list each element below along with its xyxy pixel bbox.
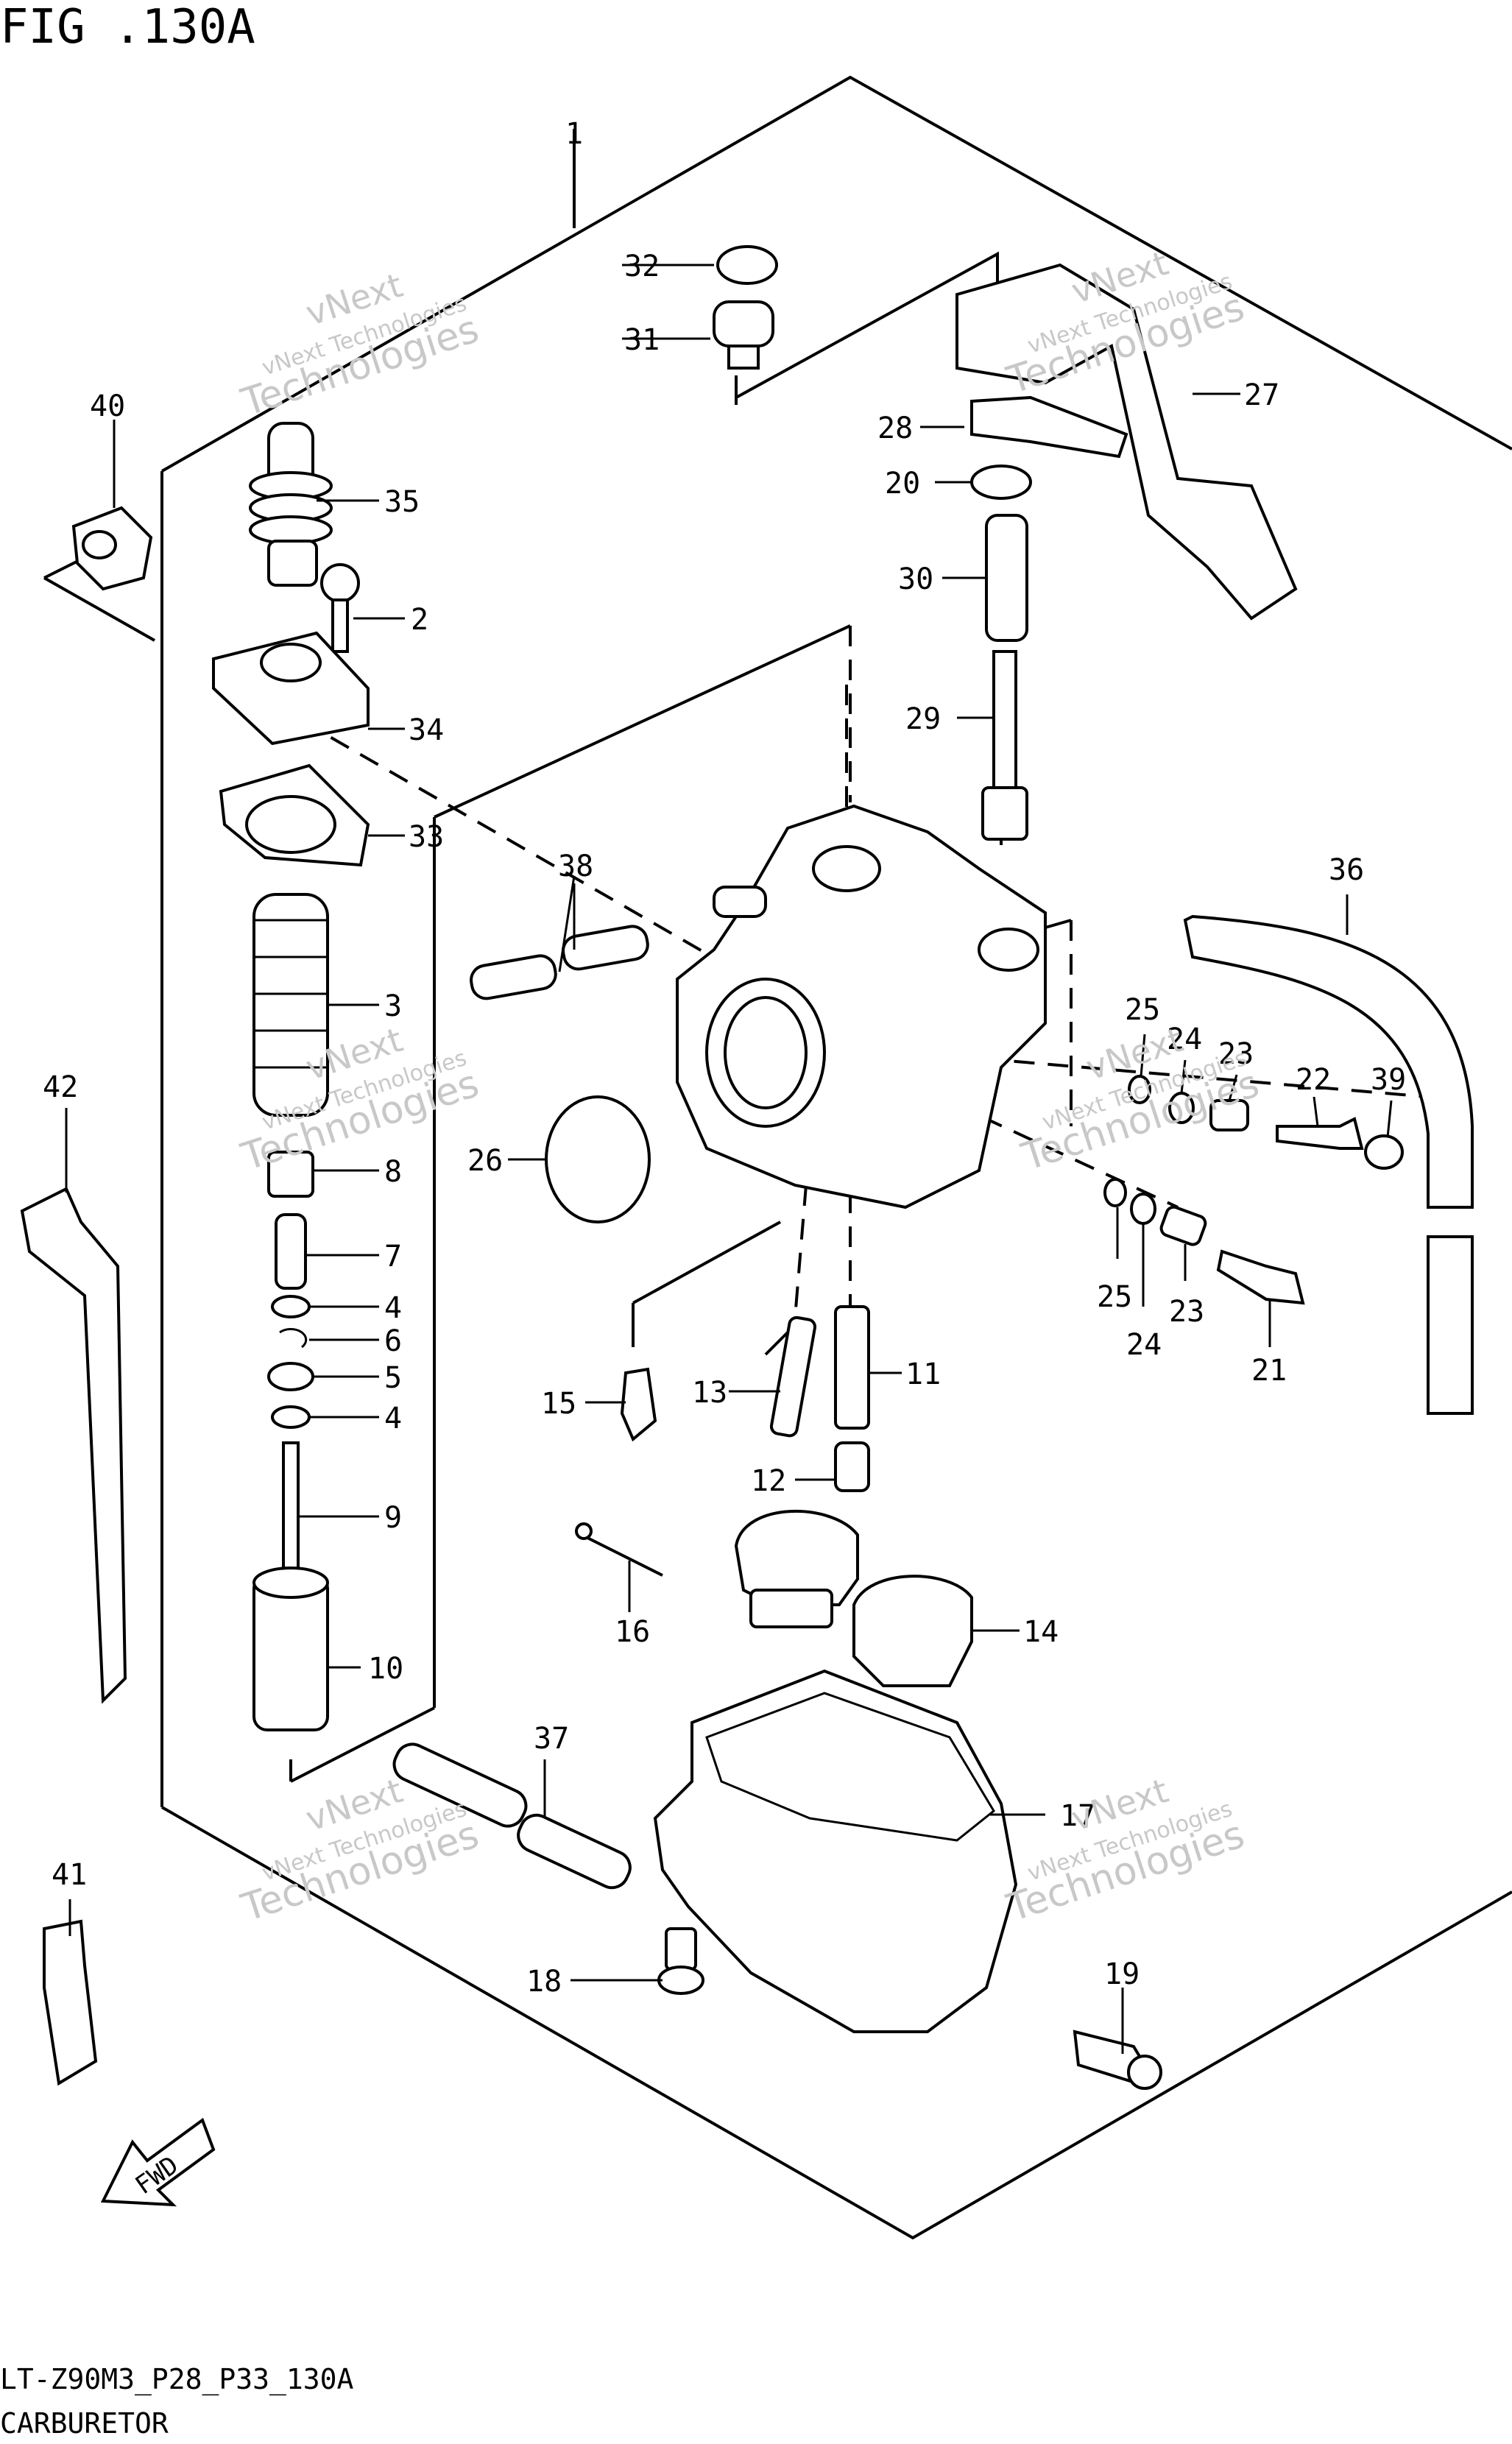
callout-7: 7 [384,1240,402,1274]
callout-2: 2 [411,603,428,637]
callout-35: 35 [384,485,420,519]
assembly-boundary [43,75,1512,2240]
callout-labels: 1 2 3 4 4 5 6 7 8 9 10 11 12 13 14 15 16… [43,117,1406,1999]
part-23-spring-b [1159,1205,1207,1246]
part-16-pin [581,1533,663,1577]
part-28-plate [970,395,1128,459]
part-41-clamp [43,1919,98,2086]
part-5-washer [267,1362,314,1391]
part-22-screw [1276,1117,1364,1150]
callout-14: 14 [1023,1615,1059,1649]
callout-42: 42 [43,1070,78,1104]
callout-23a: 23 [1218,1037,1254,1071]
part-17-float-chamber [653,1669,1018,2033]
part-18-screw [665,1927,697,1971]
callout-28: 28 [877,412,913,445]
figure-title: FIG .130A [0,0,255,54]
callout-6: 6 [384,1324,402,1358]
part-31-plug [713,300,774,347]
part-20-oring [970,465,1032,500]
figure-name: CARBURETOR [0,2407,169,2440]
callout-34: 34 [409,713,444,747]
callout-31: 31 [624,323,660,357]
callout-38: 38 [558,850,593,883]
sub-assembly-boundary [289,251,1073,1783]
parts: FWD [20,245,1474,2207]
part-42-band [20,1187,127,1704]
part-15-jet [620,1367,657,1442]
part-37-tube [392,1742,528,1828]
part-7-spring [275,1213,307,1290]
callout-36: 36 [1329,853,1364,887]
part-38-tube [470,954,557,1000]
callout-8: 8 [384,1155,402,1189]
part-24-oring-b [1130,1193,1156,1225]
callout-15: 15 [541,1387,576,1421]
part-13-jet [769,1315,817,1438]
part-32-cap [716,245,778,285]
callout-33: 33 [409,820,444,854]
callout-4b: 4 [384,1402,402,1435]
callout-13: 13 [692,1376,727,1410]
part-4-washer [271,1295,311,1318]
callout-29: 29 [905,702,941,736]
callout-26: 26 [467,1144,503,1178]
fwd-arrow [100,2117,216,2207]
callout-39: 39 [1371,1063,1406,1097]
callout-25a: 25 [1125,993,1160,1027]
callout-1: 1 [565,117,583,151]
callout-32: 32 [624,250,660,283]
part-34-cap [212,631,370,746]
watermark-6: vNext Technologies vNext Technologies [1001,1770,1249,1931]
callout-16: 16 [615,1615,650,1649]
part-30-spring [985,514,1028,642]
part-21-screw [1216,1249,1305,1305]
callout-11: 11 [905,1357,941,1391]
callout-3: 3 [384,989,402,1023]
callout-41: 41 [52,1858,87,1892]
callout-37: 37 [534,1722,569,1756]
callout-19: 19 [1104,1957,1140,1991]
callout-17: 17 [1060,1799,1095,1833]
part-6-eclip [279,1328,308,1349]
callout-10: 10 [368,1652,403,1686]
part-2-screw [320,563,360,603]
callout-5: 5 [384,1361,402,1395]
part-12-main-jet [834,1441,870,1492]
figure-code: LT-Z90M3_P28_P33_130A [0,2363,354,2396]
callout-18: 18 [526,1965,562,1999]
callout-20: 20 [885,467,920,501]
part-36-hose [1183,914,1474,1209]
part-25-washer-b [1103,1178,1127,1207]
part-26-oring [545,1095,651,1223]
part-25-washer [1128,1075,1151,1104]
callout-24a: 24 [1167,1023,1202,1056]
callout-4a: 4 [384,1291,402,1325]
callout-12: 12 [751,1464,786,1498]
leader-lines [65,264,1393,2054]
part-4-washer-b [271,1405,311,1429]
callout-27: 27 [1244,378,1279,412]
callout-25b: 25 [1097,1280,1132,1314]
callout-23b: 23 [1169,1295,1204,1329]
callout-24b: 24 [1126,1328,1162,1362]
part-27-lever [955,263,1298,621]
callout-30: 30 [898,562,933,596]
watermark-1: vNext Technologies vNext Technologies [236,265,484,425]
callout-21: 21 [1251,1354,1287,1388]
part-8-clip [267,1151,314,1198]
callout-40: 40 [90,389,125,423]
part-14-float [734,1510,859,1606]
part-29-cable [992,650,1017,793]
part-39-cap [1364,1134,1404,1170]
part-11-emulsion-tube [834,1305,870,1430]
part-36-hose-lower [1427,1235,1474,1415]
callout-22: 22 [1296,1063,1331,1097]
callout-9: 9 [384,1501,402,1535]
